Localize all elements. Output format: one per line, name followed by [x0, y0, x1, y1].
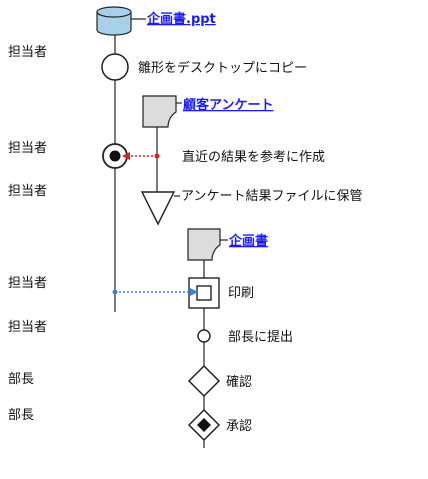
role-label: 部長: [8, 372, 34, 387]
role-label: 担当者: [8, 141, 47, 156]
ppt-link[interactable]: 企画書.ppt: [146, 11, 216, 27]
blue-arrow-start-dot: [112, 289, 118, 295]
role-label: 部長: [8, 408, 34, 423]
step-confirm-label: 確認: [226, 374, 252, 390]
operation-circle-icon: [101, 53, 129, 81]
role-label: 担当者: [8, 276, 47, 291]
document-icon: [142, 95, 177, 128]
step-create-label: 直近の結果を参考に作成: [182, 149, 325, 165]
document-icon: [187, 228, 221, 261]
role-label: 担当者: [8, 45, 47, 60]
approve-diamond-inner: [197, 418, 211, 432]
target-dot: [109, 150, 121, 162]
survey-link[interactable]: 顧客アンケート: [183, 97, 273, 113]
transfer-circle-icon: [197, 329, 211, 343]
role-label: 担当者: [8, 320, 47, 335]
plan-link[interactable]: 企画書: [228, 233, 268, 249]
red-arrow-start-dot: [154, 153, 160, 159]
role-label: 担当者: [8, 184, 47, 199]
check-diamond-icon: [187, 364, 221, 398]
step-approve-label: 承認: [226, 418, 252, 434]
step-submit-label: 部長に提出: [228, 329, 293, 345]
storage-triangle-icon: [140, 191, 176, 226]
database-icon: [96, 6, 132, 36]
step-print-label: 印刷: [228, 286, 254, 301]
step-copy-label: 雛形をデスクトップにコピー: [138, 60, 307, 76]
print-box-inner: [196, 285, 212, 301]
step-store-label: アンケート結果ファイルに保管: [181, 189, 362, 204]
